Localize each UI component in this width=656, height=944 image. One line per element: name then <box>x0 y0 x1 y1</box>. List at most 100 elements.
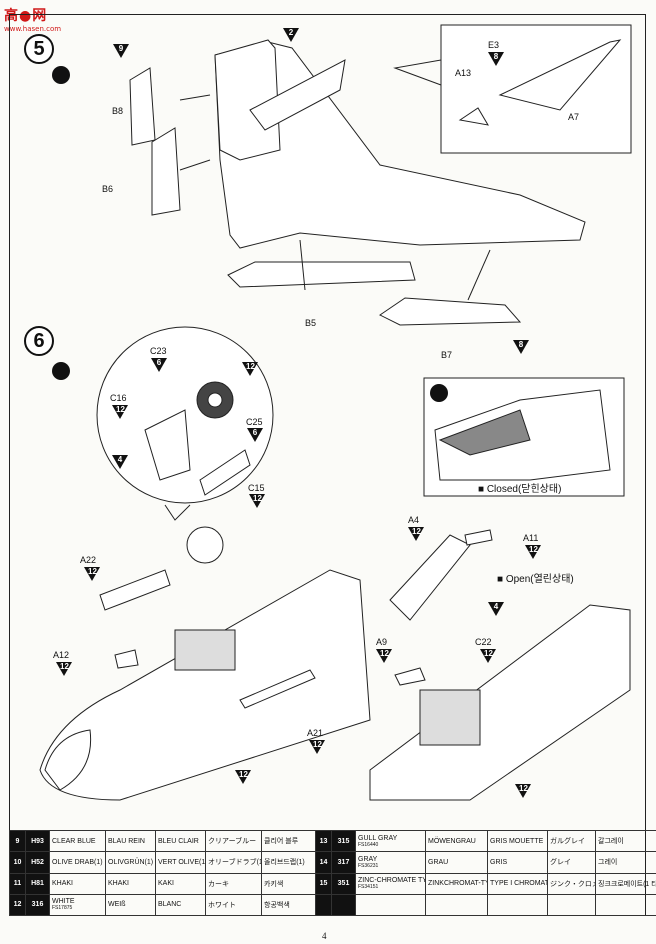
paint-marker: 12 <box>515 784 531 798</box>
paint-cell: KHAKI <box>105 872 156 895</box>
paint-marker: 8 <box>488 52 504 66</box>
paint-marker: 2 <box>283 28 299 42</box>
part-a4 <box>389 534 471 621</box>
paint-cell: 클리어 블루 <box>261 829 316 853</box>
part-label: A22 <box>80 555 97 565</box>
paint-cell: 11 <box>9 872 26 895</box>
paint-marker: 12 <box>242 362 258 376</box>
paint-cell: H81 <box>25 872 50 895</box>
paint-cell: H93 <box>25 829 50 853</box>
paint-cell <box>547 893 596 917</box>
part-a21 <box>239 669 316 709</box>
paint-cell: 316 <box>25 893 50 917</box>
fuselage-open <box>369 604 631 801</box>
page-number: 4 <box>322 931 327 941</box>
watermark-logo: 高●网 www.hasen.com <box>2 2 82 33</box>
paint-cell: ZINC-CHROMATE TYPE IFS34151 <box>355 872 426 895</box>
paint-cell: 351 <box>331 872 356 895</box>
part-b5 <box>227 261 416 288</box>
paint-cell: 올리브드랩(1) <box>261 851 316 874</box>
paint-cell: 317 <box>331 851 356 874</box>
part-label: C16 <box>110 393 127 403</box>
step-5-number: 5 <box>24 34 54 64</box>
paint-cell: 항공백색 <box>261 893 316 917</box>
paint-cell: BLANC <box>155 893 206 917</box>
part-label: E3 <box>488 40 500 50</box>
paint-marker: 8 <box>513 340 529 354</box>
paint-cell: OLIVGRÜN(1) <box>105 851 156 874</box>
paint-marker: 12 <box>376 649 392 663</box>
part-label: A7 <box>568 112 580 122</box>
part-a11 <box>464 529 493 546</box>
paint-cell: 10 <box>9 851 26 874</box>
part-label: C15 <box>248 483 265 493</box>
paint-cell <box>331 893 356 917</box>
paint-cell: 카키색 <box>261 872 316 895</box>
paint-cell: BLEU CLAIR <box>155 829 206 853</box>
paint-cell: クリアーブルー <box>205 829 262 853</box>
paint-cell: カーキ <box>205 872 262 895</box>
page-frame <box>9 14 646 916</box>
paint-marker: 12 <box>235 770 251 784</box>
question-icon <box>430 384 448 402</box>
paint-marker: 12 <box>525 545 541 559</box>
paint-cell: GRIS MOUETTE <box>487 829 548 853</box>
paint-cell <box>315 893 332 917</box>
watermark-text: 高●网 <box>4 8 48 24</box>
paint-marker: 4 <box>112 455 128 469</box>
paint-marker: 12 <box>112 405 128 419</box>
paint-cell <box>355 893 426 917</box>
paint-cell: VERT OLIVE(1) <box>155 851 206 874</box>
paint-cell: 12 <box>9 893 26 917</box>
paint-cell: ホワイト <box>205 893 262 917</box>
paint-cell: ジンク・クロメイトタイプI <box>547 872 596 895</box>
paint-cell: WEIß <box>105 893 156 917</box>
paint-marker: 9 <box>113 44 129 58</box>
part-label: B7 <box>441 350 453 360</box>
part-label: B5 <box>305 318 317 328</box>
part-label: A21 <box>307 728 324 738</box>
part-a13 <box>458 107 489 126</box>
paint-cell: 14 <box>315 851 332 874</box>
part-label: A12 <box>53 650 70 660</box>
paint-cell: ガルグレイ <box>547 829 596 853</box>
part-a22 <box>99 569 171 611</box>
paint-cell: 15 <box>315 872 332 895</box>
paint-marker: 12 <box>480 649 496 663</box>
step-6-number: 6 <box>24 326 54 356</box>
part-b6 <box>151 127 181 216</box>
paint-cell <box>595 893 656 917</box>
part-label: C22 <box>475 637 492 647</box>
paint-cell: GRIS <box>487 851 548 874</box>
paint-cell: 315 <box>331 829 356 853</box>
part-label: A11 <box>523 533 539 543</box>
paint-cell: CLEAR BLUE <box>49 829 106 853</box>
paint-marker: 12 <box>56 662 72 676</box>
paint-marker: 6 <box>151 358 167 372</box>
paint-cell: ZINKCHROMAT-TYP I <box>425 872 488 895</box>
fuselage-nose <box>39 569 371 801</box>
paint-marker: 6 <box>247 428 263 442</box>
part-label: A9 <box>376 637 388 647</box>
paint-cell: 그레이 <box>595 851 656 874</box>
open-note: ■ Open(열린상태) <box>497 574 574 585</box>
paint-cell: BLAU REIN <box>105 829 156 853</box>
paint-cell: TYPE I CHROMATE DE ZINC <box>487 872 548 895</box>
part-a12 <box>114 649 139 669</box>
paint-cell: 징크크로메이트(1 타입) <box>595 872 656 895</box>
paint-marker: 12 <box>84 567 100 581</box>
watermark-url: www.hasen.com <box>4 25 62 33</box>
paint-cell: グレイ <box>547 851 596 874</box>
part-a9 <box>394 667 426 686</box>
part-label: A13 <box>455 68 472 78</box>
paint-cell: H52 <box>25 851 50 874</box>
